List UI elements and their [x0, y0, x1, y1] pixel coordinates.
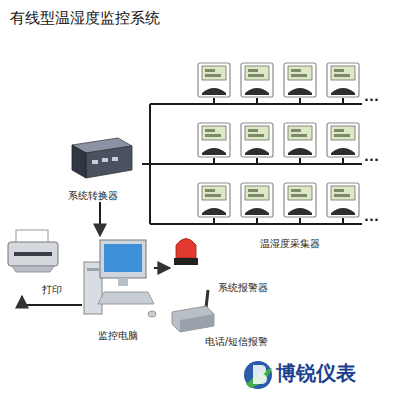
device-node: 打印 [4, 228, 66, 296]
continuation-dots: ··· [364, 152, 379, 167]
bus-stub [342, 98, 344, 104]
converter-front [86, 146, 132, 178]
sensor-icon [327, 63, 359, 97]
computer-drive [87, 268, 99, 271]
device-label: 打印 [42, 284, 62, 296]
logo-mark [244, 361, 272, 389]
device-node: 系统报警器 [170, 232, 270, 294]
bus-stub [213, 218, 215, 224]
bus-stub [213, 158, 215, 164]
printer-tray [12, 266, 54, 272]
sensor-icon [327, 183, 359, 217]
device-label: 系统转换器 [68, 190, 118, 202]
sensor-icon [241, 183, 273, 217]
sensor-icon [327, 123, 359, 157]
connector [142, 163, 185, 165]
bus-stub [256, 218, 258, 224]
converter-icon [72, 138, 132, 178]
bus-stub [299, 98, 301, 104]
printer-slot [14, 252, 52, 256]
bus-stub [342, 218, 344, 224]
computer-monitor [100, 240, 146, 278]
bus-stub [299, 158, 301, 164]
device-node: 电话/短信报警 [165, 296, 270, 348]
computer-stand [118, 278, 128, 286]
computer-keyboard [98, 292, 154, 304]
bus-stub [213, 98, 215, 104]
converter-port [92, 160, 98, 164]
modem-icon [172, 290, 214, 332]
sensor-icon [284, 183, 316, 217]
computer-icon [84, 240, 156, 317]
device-node: 系统转换器 [62, 132, 142, 202]
alarm-base [174, 258, 198, 265]
alarm-icon [174, 239, 198, 266]
printer-body [8, 242, 58, 266]
sensor-icon [284, 63, 316, 97]
device-label: 温湿度采集器 [260, 238, 320, 250]
connector [154, 267, 170, 269]
modem-body [172, 306, 214, 332]
computer-screen [104, 244, 142, 272]
modem-antenna [206, 290, 208, 308]
bus-stub [256, 158, 258, 164]
sensor-grid [198, 63, 359, 217]
computer-tower [84, 262, 102, 314]
sensor-bus [150, 98, 362, 224]
converter-side [72, 145, 86, 178]
connector [22, 296, 82, 305]
converter-port [112, 157, 118, 161]
converter-port [102, 158, 108, 162]
device-label: 电话/短信报警 [205, 336, 268, 348]
bus-stub [256, 98, 258, 104]
sensor-icon [284, 123, 316, 157]
modem-front [180, 314, 214, 332]
logo-circle [244, 361, 272, 389]
device-label: 系统报警器 [218, 282, 268, 294]
sensor-icon [198, 123, 230, 157]
bus-stub [299, 218, 301, 224]
sensor-icon [198, 63, 230, 97]
sensor-icon [241, 123, 273, 157]
bus-stub [342, 158, 344, 164]
diagram-title: 有线型温湿度监控系统 [10, 9, 160, 27]
alarm-dome [176, 239, 196, 259]
brand-watermark: 博锐仪表 [276, 362, 356, 384]
device-label: 监控电脑 [98, 330, 138, 342]
continuation-dots: ··· [364, 92, 379, 107]
sensor-icon [241, 63, 273, 97]
logo-glyph [253, 365, 267, 384]
sensor-icon [198, 183, 230, 217]
device-node: 监控电脑 [82, 236, 154, 342]
connector [99, 202, 101, 236]
continuation-dots: ··· [364, 212, 379, 227]
computer-mouse [148, 311, 156, 317]
printer-icon [8, 230, 58, 272]
